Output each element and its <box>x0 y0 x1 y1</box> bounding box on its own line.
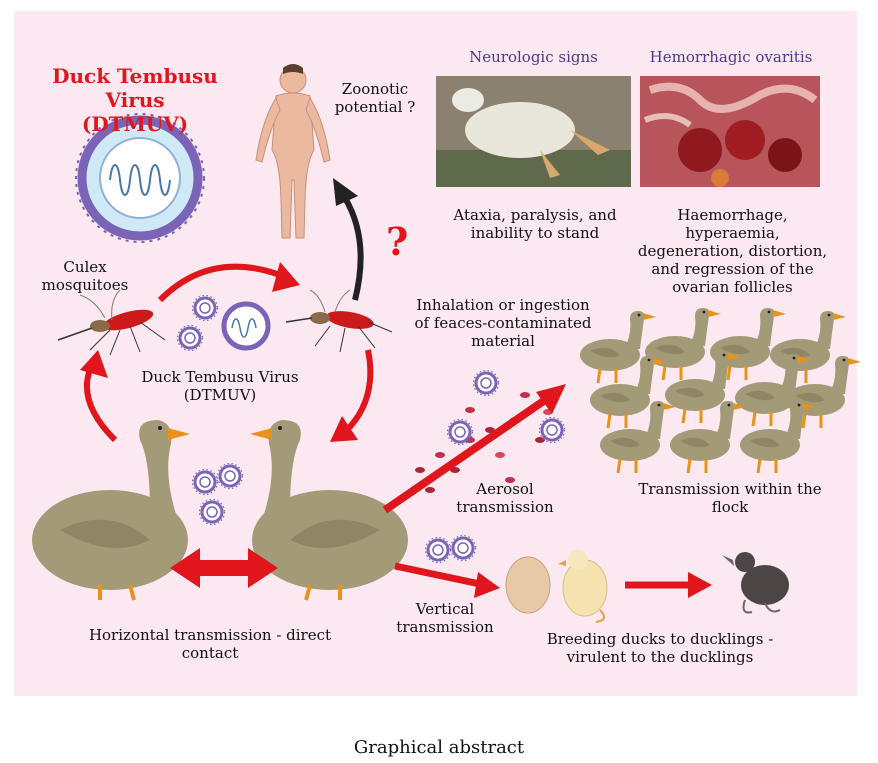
aerosol-label: Aerosol transmission <box>456 480 554 516</box>
ovaritis-photo <box>640 76 820 187</box>
arrow-to-human <box>333 178 364 301</box>
zoonotic-label: Zoonotic potential ? <box>334 80 416 116</box>
diagram-title: Duck Tembusu Virus (DTMUV) <box>30 64 240 136</box>
virus-icon <box>216 462 244 490</box>
arrow-mosquito-cycle <box>157 262 300 303</box>
figure-caption: Graphical abstract <box>353 737 525 758</box>
egg-icon <box>505 556 551 614</box>
virus-icon <box>221 301 271 351</box>
title-line: Duck Tembusu Virus <box>52 64 218 112</box>
ovaritis-description: Haemorrhage, hyperaemia, degeneration, d… <box>637 206 828 296</box>
neurologic-signs-title: Neurologic signs <box>469 48 598 66</box>
duck-icon <box>643 306 723 382</box>
virus-icon <box>198 498 226 526</box>
arrow-vertical <box>394 562 500 598</box>
arrow-to-dead-duckling <box>625 572 712 598</box>
breeding-label: Breeding ducks to ducklings - virulent t… <box>546 630 774 666</box>
inhalation-label: Inhalation or ingestion of feaces-contam… <box>414 296 592 350</box>
duckling-icon <box>558 550 608 623</box>
duckling-icon <box>722 552 789 614</box>
virus-mid-label: Duck Tembusu Virus (DTMUV) <box>141 368 299 404</box>
arrow-mosquito-to-duck <box>330 349 374 442</box>
duck-icon <box>668 399 748 475</box>
question-mark-glyph: ? <box>386 219 408 264</box>
arrow-aerosol <box>382 384 566 514</box>
virus-icon <box>538 416 566 444</box>
virus-icon <box>176 324 204 352</box>
virus-icon <box>449 534 477 562</box>
mosquito-icon <box>285 289 393 353</box>
duck-icon <box>32 420 190 601</box>
duck-icon <box>250 420 408 601</box>
mosquito-icon <box>57 289 166 356</box>
virus-icon <box>191 468 219 496</box>
duck-icon <box>768 309 848 385</box>
double-arrow-horizontal <box>170 548 278 588</box>
hemorrhagic-ovaritis-title: Hemorrhagic ovaritis <box>649 48 813 66</box>
vertical-label: Vertical transmission <box>396 600 494 636</box>
title-line: (DTMUV) <box>81 112 189 136</box>
culex-label: Culex mosquitoes <box>41 258 129 294</box>
flock-label: Transmission within the flock <box>638 480 822 516</box>
virus-icon <box>424 536 452 564</box>
arrow-duck-to-mosquito <box>80 350 118 443</box>
horizontal-label: Horizontal transmission - direct contact <box>88 626 332 662</box>
human-figure-icon <box>255 64 331 239</box>
neurologic-description: Ataxia, paralysis, and inability to stan… <box>453 206 617 242</box>
neurologic-photo <box>436 76 631 187</box>
virus-icon <box>472 369 500 397</box>
virus-icon <box>191 294 219 322</box>
virus-icon <box>75 113 205 243</box>
